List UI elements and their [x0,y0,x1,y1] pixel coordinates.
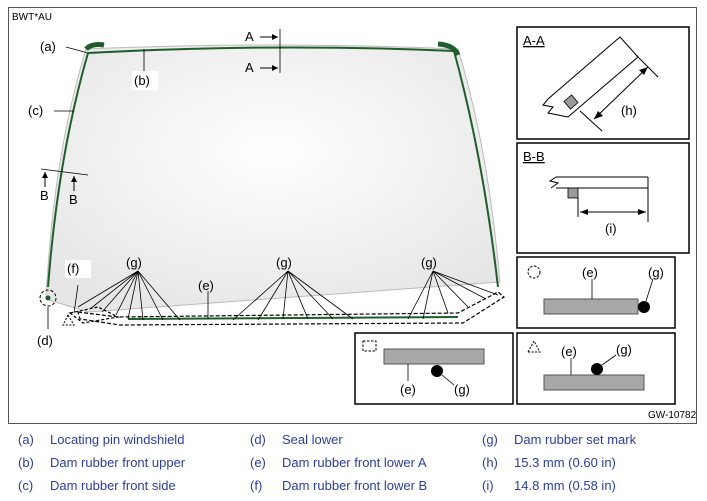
legend-item-d: (d)Seal lower [250,432,343,447]
footer-code: GW-10782 [648,410,697,421]
detail-square-callout-g: (g) [454,382,470,397]
legend-item-c: (c)Dam rubber front side [18,478,176,493]
section-b-marker-left: B [40,188,49,203]
locating-pin-right [437,41,461,57]
callout-g-1: (g) [126,255,142,270]
legend-item-i: (i)14.8 mm (0.58 in) [482,478,616,493]
callout-e: (e) [198,278,214,293]
section-a-marker-top: A [245,29,254,44]
section-b-arrowhead-left [42,172,48,178]
section-aa-title: A-A [523,33,545,48]
dam-rubber-front-side-right [453,50,499,288]
section-bb-title: B-B [523,149,545,164]
callout-b: (b) [134,73,150,88]
legend-item-a: (a)Locating pin windshield [18,432,185,447]
section-bb-panel: B-B (i) [516,142,690,254]
callout-a: (a) [40,39,56,54]
section-a-arrowhead-bottom [272,65,278,71]
section-aa-panel: A-A (h) [516,26,690,140]
callout-b-bg [132,71,158,90]
detail-square-callout-e: (e) [400,382,416,397]
triangle-marker [62,313,75,326]
dam-rubber-lower-strip [127,316,459,320]
callout-h: (h) [621,103,637,118]
set-mark-leaders [77,270,499,321]
section-b-arrowhead-right [71,176,77,182]
legend-item-h: (h)15.3 mm (0.60 in) [482,455,616,470]
legend-item-b: (b)Dam rubber front upper [18,455,186,470]
detail-circle-panel: (e) (g) [516,256,676,329]
section-a-arrowhead-top [272,34,278,40]
section-b-marker-right: B [69,192,78,207]
detail-circle-callout-e: (e) [582,265,598,280]
callout-i: (i) [605,221,617,236]
locating-pin-left [84,42,105,51]
header-code: BWT*AU [12,12,52,23]
legend: (a)Locating pin windshield (b)Dam rubber… [18,430,698,498]
callout-leaders [40,29,281,329]
legend-item-e: (e)Dam rubber front lower A [250,455,427,470]
callout-g-3: (g) [421,255,437,270]
callout-d: (d) [37,333,53,348]
legend-item-g: (g)Dam rubber set mark [482,432,637,447]
detail-triangle-callout-g: (g) [616,342,632,357]
detail-triangle-callout-e: (e) [561,344,577,359]
dam-rubber-front-lower-a [77,291,506,326]
windshield-diagram: BWT*AU GW-10782 [12,12,697,421]
callout-c: (c) [28,103,43,118]
seal-lower-dot [45,295,51,301]
section-a-marker-bottom: A [245,60,254,75]
dam-rubber-front-lower-b [68,306,120,324]
windshield-glass [45,44,501,313]
dam-rubber-front-side-left [47,52,89,288]
legend-item-f: (f)Dam rubber front lower B [250,478,428,493]
callout-f: (f) [67,261,79,276]
detail-circle-callout-g: (g) [648,265,664,280]
seal-lower-marker [39,289,57,307]
dam-rubber-front-upper [87,46,455,54]
callout-f-bg [65,260,91,278]
detail-square-panel: (e) (g) [354,332,514,405]
detail-triangle-panel: (e) (g) [516,332,676,405]
callout-g-2: (g) [276,255,292,270]
figure-frame [8,7,697,424]
